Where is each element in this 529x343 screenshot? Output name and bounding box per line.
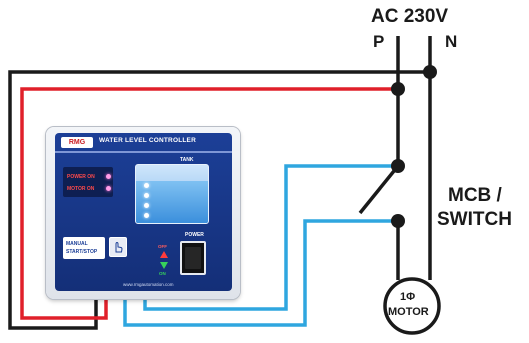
phase-label: P xyxy=(373,32,385,51)
hand-icon xyxy=(115,241,123,253)
red-wire xyxy=(20,87,398,320)
junction-dot xyxy=(391,159,405,173)
blue-wire-lower xyxy=(123,219,398,327)
manual-label-box: MANUAL START/STOP xyxy=(63,237,105,259)
switch-label-line1: MCB / xyxy=(448,185,502,206)
start-stop-label: START/STOP xyxy=(66,249,98,255)
tank-level-led xyxy=(144,213,149,218)
tank-level-led xyxy=(144,183,149,188)
website-text: www.rmgautomation.com xyxy=(123,282,174,287)
manual-label: MANUAL xyxy=(66,241,88,247)
motor-on-led xyxy=(106,186,111,191)
blue-wire-upper xyxy=(143,164,398,311)
tank-level-led xyxy=(144,193,149,198)
on-label: ON xyxy=(159,271,166,276)
brand-logo: RMG xyxy=(61,137,93,148)
tank-level-led xyxy=(144,203,149,208)
motor-on-label: MOTOR ON xyxy=(67,186,95,192)
switch-label-line2: SWITCH xyxy=(437,209,512,230)
power-on-label: POWER ON xyxy=(67,174,95,180)
junction-dot xyxy=(391,82,405,96)
junction-dot xyxy=(391,214,405,228)
neutral-label: N xyxy=(445,32,458,51)
switch-blade xyxy=(358,164,400,215)
motor-symbol xyxy=(383,277,441,335)
motor-label-line1: 1Φ xyxy=(400,291,416,303)
rocker-knob xyxy=(185,247,201,269)
power-label: POWER xyxy=(185,232,204,238)
water-level-controller: RMG WATER LEVEL CONTROLLER POWER ON MOTO… xyxy=(46,127,240,299)
off-up-arrow-icon xyxy=(160,251,168,258)
junction-dot xyxy=(423,65,437,79)
tank-label: TANK xyxy=(180,157,194,163)
on-down-arrow-icon xyxy=(160,262,168,269)
off-label: OFF xyxy=(158,244,167,249)
controller-front-panel: RMG WATER LEVEL CONTROLLER POWER ON MOTO… xyxy=(55,133,232,291)
controller-title: WATER LEVEL CONTROLLER xyxy=(99,137,196,144)
motor-label-line2: MOTOR xyxy=(388,306,429,318)
power-on-led xyxy=(106,174,111,179)
power-rocker-switch xyxy=(180,241,206,275)
manual-start-stop-button xyxy=(109,237,127,257)
indicator-panel: POWER ON MOTOR ON xyxy=(63,167,113,197)
supply-title: AC 230V xyxy=(371,6,449,27)
panel-divider xyxy=(55,151,232,153)
tank-graphic xyxy=(135,164,209,224)
